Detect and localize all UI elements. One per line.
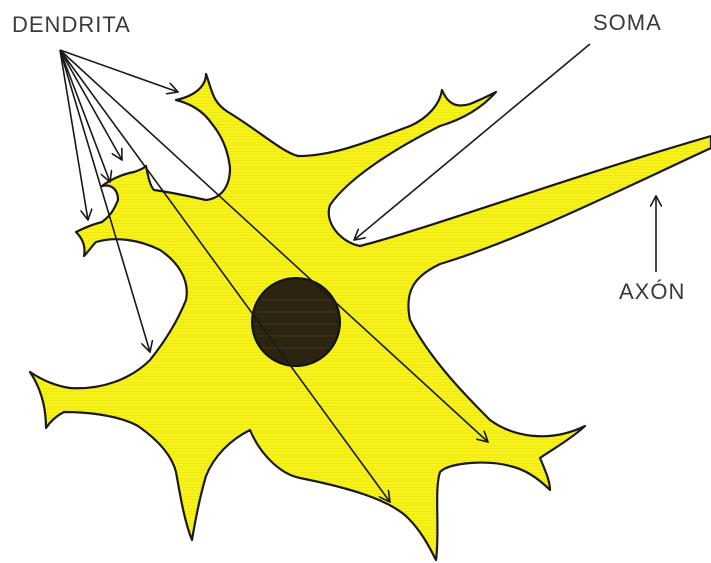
nucleus	[252, 278, 340, 366]
neuron-cell-body	[30, 74, 711, 560]
dendrite-arrow-1	[60, 50, 178, 92]
dendrite-arrow-3	[60, 50, 110, 182]
dendrite-label: DENDRITA	[12, 12, 131, 38]
axon-label: AXÓN	[619, 279, 685, 305]
soma-label: SOMA	[593, 10, 662, 36]
